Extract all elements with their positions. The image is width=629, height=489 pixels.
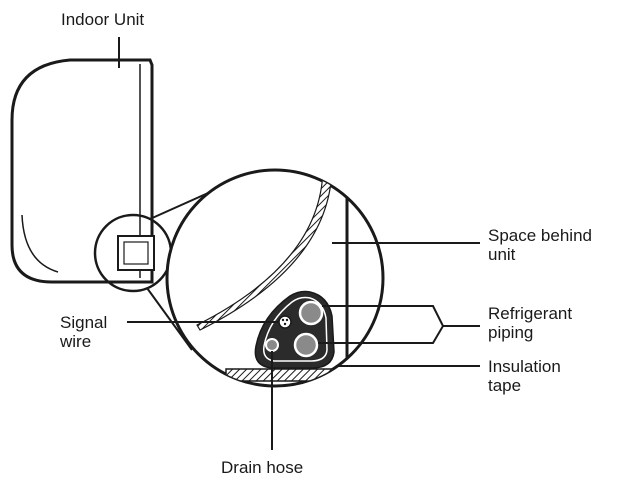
zoom-detail — [165, 168, 385, 388]
label-drain-hose: Drain hose — [221, 458, 304, 477]
magnifier-connector-bottom — [146, 287, 193, 351]
label-refrigerant-line2: piping — [488, 323, 534, 342]
label-insulation-line1: Insulation — [488, 357, 561, 376]
label-space-behind-line1: Space behind — [488, 226, 592, 245]
drain-hose-end — [265, 338, 279, 352]
label-indoor-unit: Indoor Unit — [61, 10, 145, 29]
leader-lines — [118, 37, 480, 450]
label-space-behind-unit: Space behind unit — [488, 226, 592, 264]
label-space-behind-line2: unit — [488, 245, 516, 264]
refrigerant-pipe-upper — [298, 300, 324, 326]
label-signal-line1: Signal — [60, 313, 108, 332]
label-insulation-tape: Insulation tape — [488, 357, 561, 395]
signal-wire-end — [278, 315, 292, 329]
label-refrigerant-piping: Refrigerant piping — [488, 304, 572, 342]
label-signal-line2: wire — [60, 332, 92, 351]
indoor-unit-profile — [10, 58, 155, 284]
label-refrigerant-line1: Refrigerant — [488, 304, 573, 323]
refrigerant-pipe-lower — [293, 332, 319, 358]
label-signal-wire: Signal wire — [60, 313, 107, 351]
label-insulation-line2: tape — [488, 376, 522, 395]
